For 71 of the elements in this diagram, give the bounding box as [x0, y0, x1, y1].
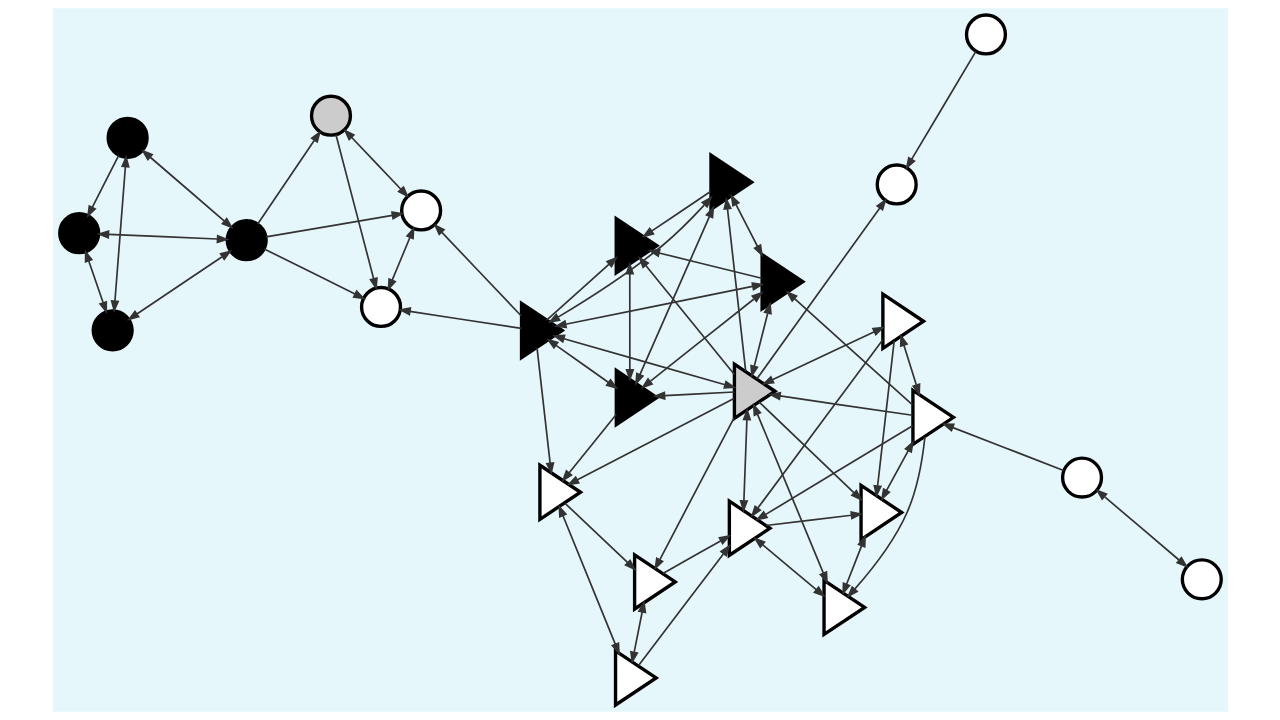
arrow — [557, 504, 620, 656]
arrow — [640, 291, 764, 389]
node-circle — [1180, 558, 1223, 601]
arrow — [729, 193, 763, 258]
arrow — [634, 205, 714, 386]
node-circle — [359, 285, 402, 329]
arrow — [553, 282, 765, 329]
arrow — [563, 502, 636, 571]
arrow — [905, 50, 977, 170]
node-circle — [57, 212, 100, 255]
arrow — [653, 416, 735, 571]
arrow — [262, 248, 366, 300]
arrow — [629, 600, 646, 665]
node-triangle — [759, 251, 806, 312]
arrow — [872, 340, 895, 498]
arrow — [432, 223, 522, 317]
arrow — [652, 391, 735, 401]
arrow — [661, 534, 731, 575]
arrow — [397, 307, 522, 330]
arrow — [941, 423, 1064, 472]
arrow — [637, 256, 735, 376]
arrow — [761, 326, 885, 385]
arrow — [841, 534, 866, 596]
node-triangle — [880, 291, 926, 352]
arrow — [126, 249, 232, 321]
arrow — [1094, 488, 1188, 568]
arrow — [566, 397, 735, 486]
arrow — [647, 248, 762, 280]
arrow — [752, 536, 826, 598]
arrow — [754, 424, 913, 521]
arrow — [641, 190, 711, 238]
arrow — [846, 436, 926, 599]
arrow — [749, 301, 772, 378]
node-circle — [106, 116, 149, 159]
arrow — [551, 334, 737, 389]
arrow — [739, 407, 751, 513]
node-circle — [309, 94, 352, 137]
node-circle — [91, 309, 134, 352]
arrow — [342, 128, 409, 198]
arrow — [750, 338, 884, 518]
arrow — [84, 249, 107, 315]
node-circle — [964, 13, 1007, 56]
arrow — [755, 198, 887, 380]
arrow — [545, 256, 618, 321]
arrow — [624, 261, 634, 382]
arrow — [722, 196, 747, 373]
node-circle — [225, 219, 268, 262]
arrow — [535, 346, 554, 476]
arrow — [256, 130, 321, 225]
arrow — [334, 133, 378, 291]
arrow — [86, 154, 120, 219]
arrow — [764, 510, 863, 527]
node-triangle — [821, 577, 868, 638]
arrow — [110, 154, 130, 313]
node-circle — [875, 163, 918, 206]
arrow — [387, 226, 415, 292]
arrow — [767, 391, 913, 417]
arrow — [752, 403, 828, 585]
node-circle — [1060, 456, 1103, 499]
arrow — [545, 338, 618, 390]
arrow — [880, 440, 914, 502]
arrow — [637, 544, 731, 667]
arrow — [140, 149, 234, 229]
arrow — [561, 413, 617, 483]
arrow — [547, 195, 713, 324]
arrow — [899, 333, 920, 397]
arrow — [264, 211, 404, 238]
arrow — [757, 401, 863, 502]
arrow — [96, 230, 229, 244]
arrow — [785, 290, 913, 406]
node-circle — [399, 189, 442, 232]
